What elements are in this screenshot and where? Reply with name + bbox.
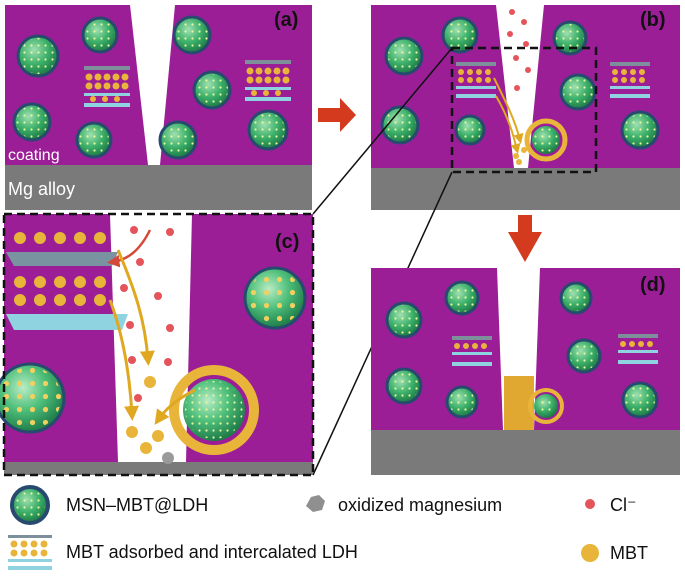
oxidized-magnesium-icon — [306, 495, 325, 512]
panel-c-label: (c) — [275, 231, 299, 253]
chloride-ions — [507, 9, 531, 91]
released-nanoparticle — [169, 365, 259, 455]
nanoparticle-large — [243, 266, 307, 330]
legend-chloride-label: Cl⁻ — [610, 495, 637, 515]
mg-alloy-label: Mg alloy — [8, 179, 75, 199]
legend-msn: MSN–MBT@LDH — [10, 485, 208, 525]
mg-alloy-layer — [371, 430, 680, 475]
panel-b-label: (b) — [640, 9, 666, 31]
ldh-stack — [610, 62, 650, 98]
ldh-icon — [8, 535, 52, 570]
ldh-stack — [245, 60, 291, 101]
panel-d: (d) — [371, 268, 680, 475]
released-nanoparticle — [528, 388, 564, 424]
legend-chloride: Cl⁻ — [585, 495, 637, 515]
mbt-release-arrow — [493, 77, 524, 144]
nanoparticle-large — [0, 362, 66, 434]
legend-mbt: MBT — [581, 543, 648, 563]
mbt-release-arrow — [495, 95, 521, 154]
mbt-molecules — [513, 147, 527, 165]
mg-alloy-layer — [371, 168, 680, 210]
mbt-release-arrow — [116, 249, 155, 366]
panel-c: (c) — [0, 212, 315, 477]
ldh-stack — [452, 336, 492, 366]
ldh-stack — [6, 232, 128, 330]
legend-msn-label: MSN–MBT@LDH — [66, 495, 208, 515]
coating-scratch — [130, 5, 175, 165]
released-nanoparticle — [524, 118, 568, 162]
legend-oxidized-label: oxidized magnesium — [338, 495, 502, 515]
coating-label: coating — [8, 147, 60, 164]
mbt-icon — [581, 544, 599, 562]
panel-a: (a) coating Mg alloy — [5, 5, 312, 210]
arrow-down — [508, 215, 542, 262]
nanoparticles — [380, 16, 660, 150]
legend-mbt-label: MBT — [610, 543, 648, 563]
legend-oxidized: oxidized magnesium — [306, 495, 502, 515]
chloride-ions — [120, 226, 174, 402]
legend-ldh: MBT adsorbed and intercalated LDH — [8, 535, 358, 570]
mbt-release-arrow — [108, 299, 139, 421]
nanoparticles — [385, 280, 659, 419]
chloride-exchange-arrow — [107, 229, 152, 268]
zoom-region — [450, 46, 598, 174]
arrow-right — [318, 98, 356, 132]
chloride-icon — [585, 499, 595, 509]
panel-b: (b) — [371, 5, 680, 210]
ldh-stack — [456, 62, 496, 98]
panel-d-label: (d) — [640, 274, 666, 296]
mg-alloy-layer — [5, 165, 312, 210]
nanoparticles — [12, 15, 289, 160]
oxidized-magnesium — [162, 452, 174, 464]
ldh-stack — [84, 66, 130, 107]
legend: MSN–MBT@LDH oxidized magnesium Cl⁻ MBT a… — [8, 485, 648, 570]
zoom-connector — [312, 47, 453, 215]
ldh-stack — [618, 334, 658, 364]
panel-a-label: (a) — [274, 9, 298, 31]
mbt-molecules — [126, 376, 164, 454]
mbt-release-arrow — [154, 388, 196, 425]
mg-alloy-layer — [4, 462, 313, 475]
legend-ldh-label: MBT adsorbed and intercalated LDH — [66, 542, 358, 562]
